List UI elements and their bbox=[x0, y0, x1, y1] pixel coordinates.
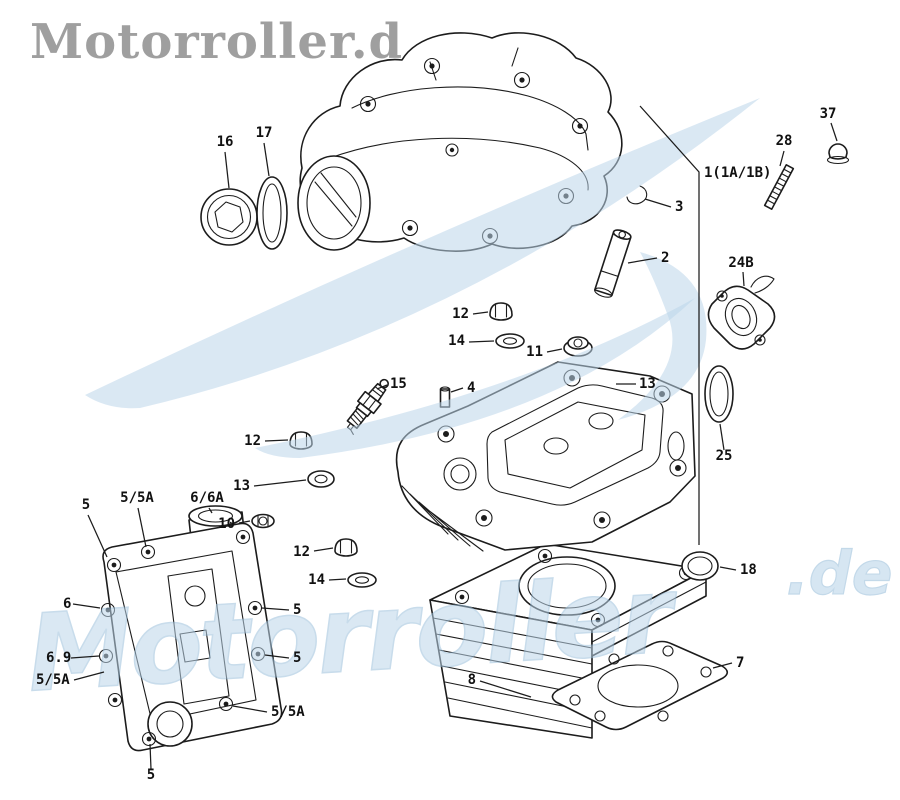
washer-part14 bbox=[495, 333, 525, 349]
leader-line-14 bbox=[468, 340, 495, 343]
leader-line-2 bbox=[627, 257, 658, 264]
part-callout-10: 10 bbox=[218, 516, 235, 532]
leader-line-6.9 bbox=[70, 655, 100, 659]
leader-line-5 bbox=[87, 514, 108, 558]
clip-part3 bbox=[626, 185, 648, 205]
part-callout-8: 8 bbox=[468, 672, 476, 688]
part-callout-12: 12 bbox=[293, 544, 310, 560]
bolt-part37 bbox=[826, 143, 850, 165]
part-callout-13: 13 bbox=[233, 478, 250, 494]
leader-line-24B bbox=[742, 271, 745, 287]
leader-line-15 bbox=[376, 384, 388, 390]
leader-line-1(1A/1B) bbox=[639, 105, 700, 545]
cap-part16 bbox=[200, 188, 258, 246]
part-callout-14: 14 bbox=[448, 333, 465, 349]
leader-line-5/5A bbox=[73, 671, 105, 681]
nut-part10 bbox=[251, 513, 275, 529]
leader-line-12 bbox=[472, 311, 489, 315]
part-callout-14: 14 bbox=[308, 572, 325, 588]
leader-line-5/5A bbox=[137, 507, 147, 548]
leader-line-7 bbox=[712, 662, 733, 669]
leader-line-3 bbox=[644, 198, 672, 208]
part-callout-15: 15 bbox=[390, 376, 407, 392]
part-callout-17: 17 bbox=[256, 125, 273, 141]
watermark-swoosh bbox=[255, 298, 695, 458]
part-callout-5: 5 bbox=[147, 767, 155, 783]
leader-line-14 bbox=[328, 578, 347, 581]
leader-line-12 bbox=[313, 547, 334, 552]
leader-line-16 bbox=[224, 151, 230, 189]
part-callout-5: 5 bbox=[82, 497, 90, 513]
leader-line-6/6A bbox=[208, 507, 213, 514]
part-callout-12: 12 bbox=[452, 306, 469, 322]
leader-line-6 bbox=[72, 603, 101, 609]
dome-nut-part12 bbox=[334, 538, 358, 557]
part-callout-24B: 24B bbox=[728, 255, 753, 271]
part-callout-6.9: 6.9 bbox=[46, 650, 71, 666]
part-callout-5/5A: 5/5A bbox=[271, 704, 305, 720]
part-callout-2: 2 bbox=[661, 250, 669, 266]
part-callout-4: 4 bbox=[467, 380, 475, 396]
part-callout-1(1A/1B): 1(1A/1B) bbox=[704, 165, 771, 181]
part-callout-28: 28 bbox=[776, 133, 793, 149]
leader-line-11 bbox=[546, 348, 563, 353]
part-callout-3: 3 bbox=[675, 199, 683, 215]
watermark-swoosh bbox=[85, 98, 760, 409]
part-callout-5/5A: 5/5A bbox=[120, 490, 154, 506]
part-callout-5: 5 bbox=[293, 650, 301, 666]
part-callout-6/6A: 6/6A bbox=[190, 490, 224, 506]
intake-manifold-part24b bbox=[707, 275, 776, 350]
watermark-de-text: .de bbox=[786, 539, 892, 609]
leader-line-5 bbox=[264, 654, 290, 659]
part-callout-13: 13 bbox=[639, 376, 656, 392]
dome-nut-part12 bbox=[489, 302, 513, 321]
o-ring-part17 bbox=[256, 176, 288, 250]
part-callout-11: 11 bbox=[526, 344, 543, 360]
leader-line-37 bbox=[830, 122, 838, 142]
leader-line-13 bbox=[253, 479, 307, 487]
leader-line-5/5A bbox=[232, 705, 268, 713]
part-callout-5/5A: 5/5A bbox=[36, 672, 70, 688]
leader-line-10 bbox=[238, 520, 251, 524]
part-callout-5: 5 bbox=[293, 602, 301, 618]
leader-line-5 bbox=[261, 607, 290, 611]
plug-part18 bbox=[681, 551, 719, 581]
part-callout-7: 7 bbox=[736, 655, 744, 671]
cover-bolt-holes bbox=[98, 529, 266, 747]
part-callout-6: 6 bbox=[63, 596, 71, 612]
leader-line-8 bbox=[479, 680, 532, 698]
washer-part13 bbox=[307, 470, 335, 488]
leader-line-12 bbox=[264, 439, 289, 442]
watermark-swoosh bbox=[618, 252, 707, 420]
part-callout-16: 16 bbox=[217, 134, 234, 150]
leader-line-25 bbox=[719, 423, 725, 451]
leader-line-17 bbox=[263, 142, 270, 177]
part-callout-18: 18 bbox=[740, 562, 757, 578]
leader-line-5 bbox=[149, 743, 152, 770]
leader-line-4 bbox=[450, 387, 464, 393]
part-callout-25: 25 bbox=[716, 448, 733, 464]
callout-layer: 16 17 37 28 1(1A/1B) 3 2 24B 12 14 11 13 15 4 12 13 10 12… bbox=[36, 105, 838, 783]
part-callout-37: 37 bbox=[820, 106, 837, 122]
washer-part14 bbox=[347, 572, 377, 588]
stud-part28 bbox=[763, 164, 795, 210]
cylinder-block bbox=[429, 543, 707, 739]
brand-logo-text: Motorroller.d bbox=[30, 14, 403, 70]
leader-line-28 bbox=[779, 150, 785, 167]
part-callout-12: 12 bbox=[244, 433, 261, 449]
leader-line-18 bbox=[719, 566, 737, 571]
o-ring-part25 bbox=[704, 365, 734, 423]
valve-guide-part2 bbox=[593, 229, 632, 298]
rocker-cover bbox=[98, 505, 283, 752]
